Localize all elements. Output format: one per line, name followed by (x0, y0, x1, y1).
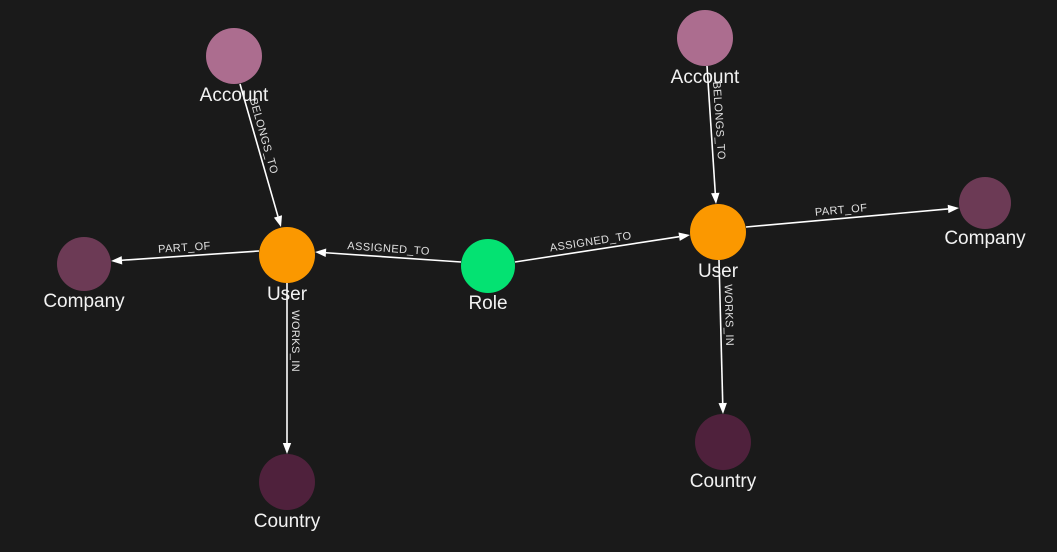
node-caption: User (266, 284, 308, 305)
node-caption: Company (944, 228, 1026, 249)
node-circle[interactable] (690, 204, 746, 260)
graph-node-account[interactable]: Account (671, 10, 739, 87)
graph-node-country[interactable]: Country (690, 414, 756, 491)
node-caption: Country (689, 471, 757, 492)
graph-node-user[interactable]: User (259, 227, 315, 304)
edge-line (718, 259, 724, 404)
graph-node-company[interactable]: Company (944, 177, 1026, 248)
node-circle[interactable] (259, 454, 315, 510)
node-circle[interactable] (677, 10, 733, 66)
graph-edge[interactable]: WORKS_IN (718, 259, 736, 414)
edge-arrowhead-icon (111, 256, 123, 265)
node-circle[interactable] (206, 28, 262, 84)
node-circle[interactable] (695, 414, 751, 470)
node-caption: Country (253, 511, 321, 532)
edge-arrowhead-icon (711, 192, 720, 204)
graph-node-company[interactable]: Company (43, 237, 125, 311)
edge-label: PART_OF (814, 202, 867, 219)
edge-label: ASSIGNED_TO (347, 240, 430, 258)
node-caption: Role (468, 293, 508, 314)
graph-edge[interactable]: PART_OF (111, 240, 260, 265)
node-caption: User (697, 261, 739, 282)
edge-line (745, 208, 949, 228)
node-circle[interactable] (57, 237, 111, 291)
graph-node-account[interactable]: Account (200, 28, 268, 105)
edge-line (325, 251, 462, 263)
node-circle[interactable] (259, 227, 315, 283)
edge-arrowhead-icon (947, 204, 959, 214)
edge-arrowhead-icon (282, 443, 292, 454)
edge-line (706, 65, 717, 194)
graph-node-role[interactable]: Role (461, 239, 515, 313)
graph-node-country[interactable]: Country (254, 454, 320, 531)
graph-edge[interactable]: WORKS_IN (282, 283, 301, 454)
edge-label: WORKS_IN (289, 310, 301, 372)
node-caption: Account (199, 85, 269, 106)
node-caption: Company (43, 291, 125, 312)
edge-line (514, 235, 680, 263)
graph-node-user[interactable]: User (690, 204, 746, 281)
node-caption: Account (670, 67, 740, 88)
edge-arrowhead-icon (678, 232, 690, 241)
graph-edge[interactable]: BELONGS_TO (706, 65, 727, 204)
edge-arrowhead-icon (315, 248, 327, 257)
edge-label: WORKS_IN (722, 284, 736, 346)
edge-label: BELONGS_TO (710, 81, 727, 160)
graph-edge[interactable]: PART_OF (745, 202, 959, 228)
edge-line (239, 83, 279, 217)
edge-label: PART_OF (158, 240, 211, 256)
edge-arrowhead-icon (273, 215, 283, 227)
edge-arrowhead-icon (718, 402, 727, 414)
edge-line (121, 250, 260, 262)
node-circle[interactable] (461, 239, 515, 293)
graph-edge[interactable]: ASSIGNED_TO (315, 240, 462, 263)
node-circle[interactable] (959, 177, 1011, 229)
graph-edge[interactable]: ASSIGNED_TO (514, 230, 690, 263)
